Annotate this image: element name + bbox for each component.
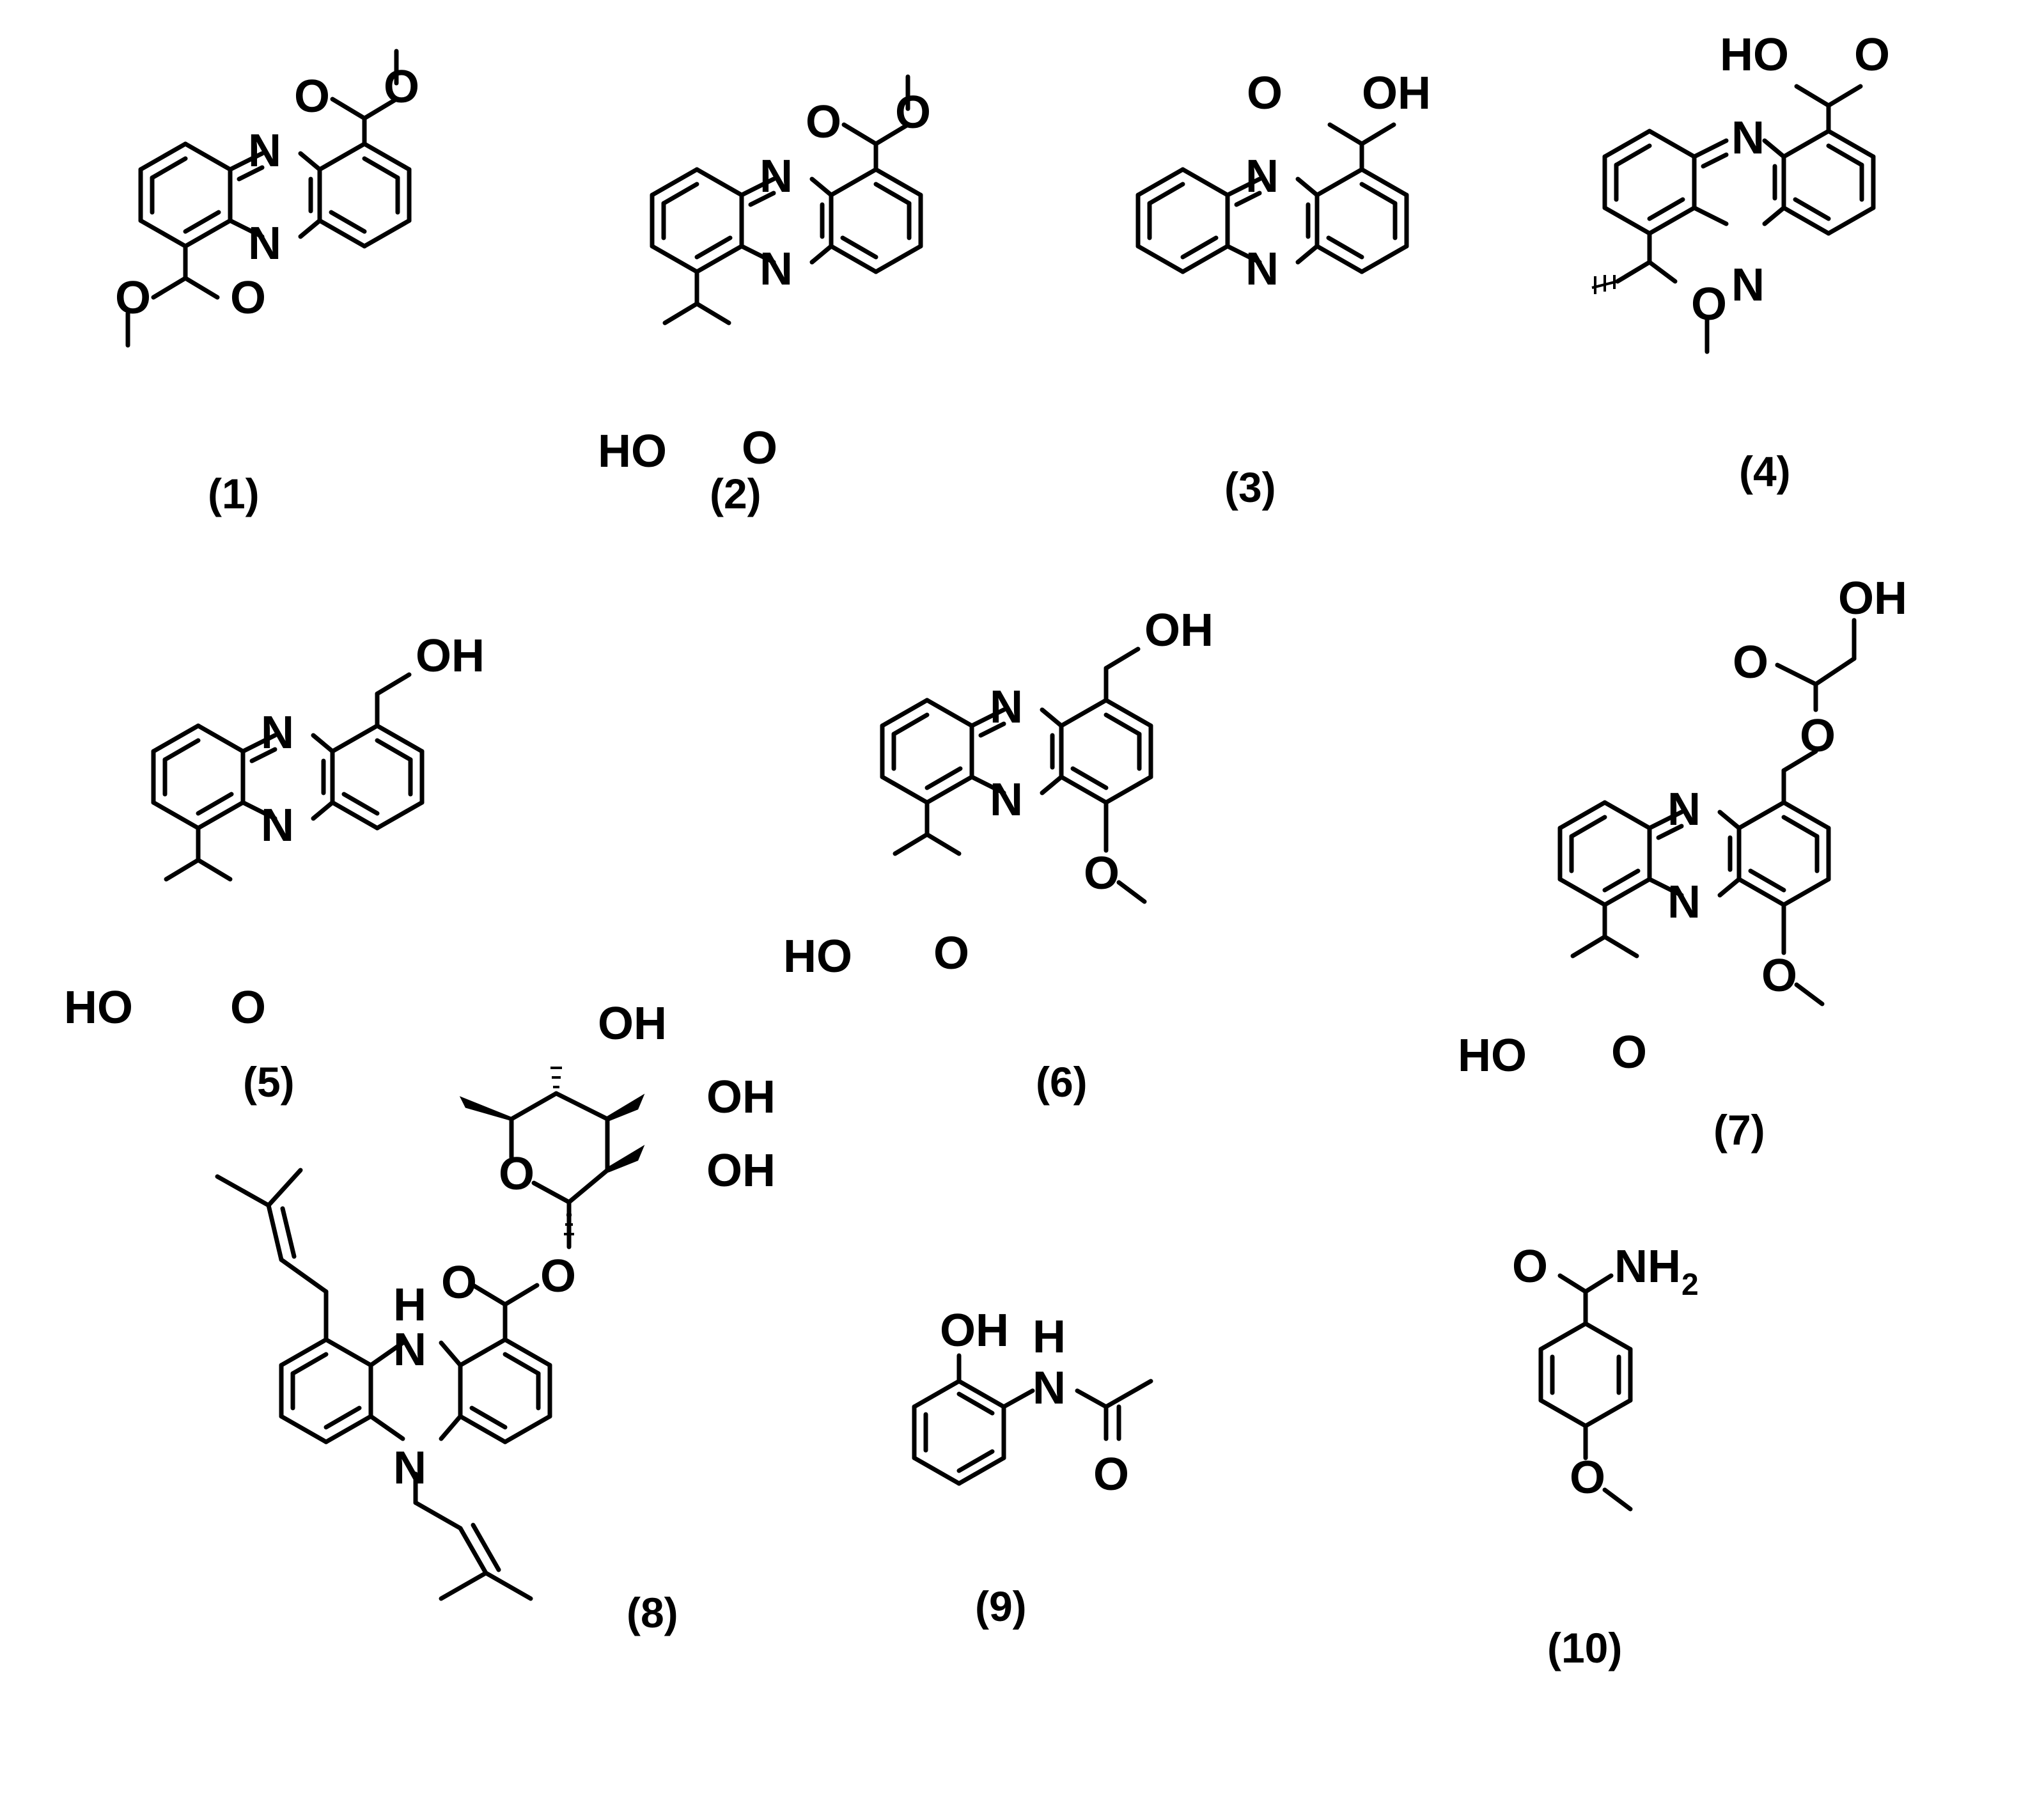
atom-o: O	[294, 71, 330, 122]
atom-n: N	[1731, 113, 1765, 164]
compound-3: N N O OH (3)	[1138, 68, 1431, 511]
atom-o: O	[1800, 710, 1836, 762]
compound-4: N N HO O O (4)	[1591, 29, 1890, 495]
atom-o: O	[540, 1251, 576, 1302]
atom-nh2: NH	[1614, 1241, 1681, 1292]
atom-n: N	[393, 1443, 426, 1494]
atom-o: O	[1570, 1452, 1605, 1503]
atom-o: O	[230, 982, 266, 1033]
atom-oh: OH	[706, 1145, 776, 1196]
atom-oh: OH	[706, 1072, 776, 1123]
atom-n: N	[760, 151, 793, 202]
atom-n: N	[261, 800, 294, 851]
atom-oh: OH	[416, 630, 485, 682]
compound-9: OH H N O (9)	[912, 1305, 1153, 1630]
atom-ho: HO	[783, 931, 852, 982]
atom-n: N	[248, 125, 281, 176]
atom-o: O	[230, 272, 266, 324]
atom-o: O	[806, 97, 841, 148]
compound-label: (2)	[710, 470, 761, 517]
atom-n: N	[990, 682, 1023, 733]
compound-label: (7)	[1713, 1106, 1765, 1154]
atom-h: H	[1033, 1311, 1066, 1363]
atom-ho: HO	[1458, 1030, 1527, 1081]
atom-o: O	[742, 423, 777, 474]
atom-o: O	[1247, 68, 1283, 119]
compound-label: (4)	[1739, 448, 1791, 495]
atom-o: O	[1733, 637, 1768, 688]
compound-label: (6)	[1036, 1058, 1088, 1106]
compound-7: N N O O OH O HO O (7)	[1458, 573, 1907, 1154]
atom-o: O	[115, 272, 151, 324]
compound-label: (1)	[208, 470, 260, 517]
atom-n: N	[1667, 784, 1701, 835]
atom-o: O	[1854, 29, 1890, 81]
atom-n: N	[1667, 877, 1701, 928]
compound-10: O NH 2 O (10)	[1512, 1241, 1699, 1671]
atom-oh: OH	[940, 1305, 1009, 1356]
atom-o: O	[1093, 1449, 1129, 1500]
atom-ho: HO	[64, 982, 133, 1033]
atom-oh: OH	[598, 998, 667, 1049]
atom-n: N	[248, 218, 281, 269]
atom-o: O	[1512, 1241, 1548, 1292]
atom-n: N	[1033, 1363, 1066, 1414]
atom-ho: HO	[1720, 29, 1789, 81]
atom-o: O	[1611, 1027, 1647, 1078]
atom-o: O	[499, 1148, 534, 1200]
atom-h: H	[393, 1280, 426, 1331]
compound-6: N N OH O HO O (6)	[783, 605, 1213, 1106]
compound-2: N N O O HO O (2)	[598, 74, 931, 517]
atom-n: N	[990, 774, 1023, 826]
atom-o: O	[933, 928, 969, 979]
compound-5: N N OH HO O (5)	[64, 630, 485, 1106]
atom-oh: OH	[1838, 573, 1907, 624]
atom-n: N	[1245, 151, 1279, 202]
atom-n: N	[760, 244, 793, 295]
atom-n: N	[393, 1324, 426, 1375]
atom-oh: OH	[1144, 605, 1213, 656]
atom-o: O	[1084, 848, 1120, 899]
compound-1: N N O O O O (1)	[115, 49, 419, 517]
compound-label: (10)	[1547, 1624, 1622, 1671]
atom-o: O	[1761, 950, 1797, 1001]
atom-oh: OH	[1362, 68, 1431, 119]
compound-label: (8)	[627, 1589, 678, 1636]
atom-n: N	[261, 707, 294, 758]
atom-ho: HO	[598, 426, 667, 477]
atom-o: O	[384, 61, 419, 113]
compound-label: (5)	[243, 1058, 295, 1106]
atom-o: O	[1691, 279, 1727, 330]
subscript-2: 2	[1681, 1268, 1699, 1302]
atom-o: O	[441, 1257, 477, 1308]
atom-n: N	[1245, 244, 1279, 295]
compound-8: N H N O O O OH OH OH (8)	[215, 998, 776, 1636]
compound-label: (3)	[1224, 464, 1276, 511]
atom-o: O	[895, 87, 931, 138]
atom-n: N	[1731, 260, 1765, 311]
compound-label: (9)	[975, 1583, 1027, 1630]
